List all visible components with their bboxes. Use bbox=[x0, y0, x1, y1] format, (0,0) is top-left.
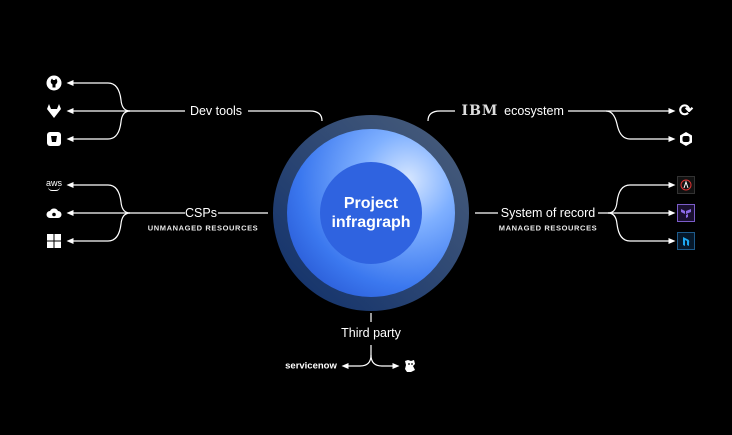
dev-tools-label: Dev tools bbox=[189, 104, 243, 118]
center-title: Project infragraph bbox=[331, 194, 410, 232]
refresh-icon: ⟳ bbox=[678, 101, 694, 120]
managed-resources-label: MANAGED RESOURCES bbox=[498, 223, 598, 233]
system-of-record-label: System of record bbox=[500, 206, 596, 220]
bitbucket-icon bbox=[46, 131, 62, 147]
unmanaged-resources-label: UNMANAGED RESOURCES bbox=[147, 223, 259, 233]
servicenow-logo: servicenow bbox=[285, 360, 337, 372]
center-title-line2: infragraph bbox=[331, 214, 411, 231]
gitlab-icon bbox=[46, 103, 62, 119]
aws-smile bbox=[48, 187, 60, 191]
ibm-logo: IBM bbox=[461, 103, 499, 119]
inner-circle bbox=[320, 162, 422, 264]
datadog-icon bbox=[402, 358, 418, 374]
google-cloud-icon bbox=[46, 205, 62, 221]
csps-label: CSPs bbox=[185, 206, 217, 220]
ansible-icon bbox=[677, 176, 695, 194]
third-party-label: Third party bbox=[341, 326, 401, 340]
openshift-icon bbox=[678, 131, 694, 147]
terraform-icon bbox=[677, 204, 695, 222]
aws-icon-text: aws bbox=[46, 178, 63, 188]
ecosystem-label: ecosystem bbox=[504, 104, 564, 118]
github-icon bbox=[46, 75, 62, 91]
packer-icon bbox=[677, 232, 695, 250]
azure-icon bbox=[46, 233, 62, 249]
aws-icon: aws bbox=[46, 177, 62, 193]
center-title-line1: Project bbox=[343, 195, 399, 212]
